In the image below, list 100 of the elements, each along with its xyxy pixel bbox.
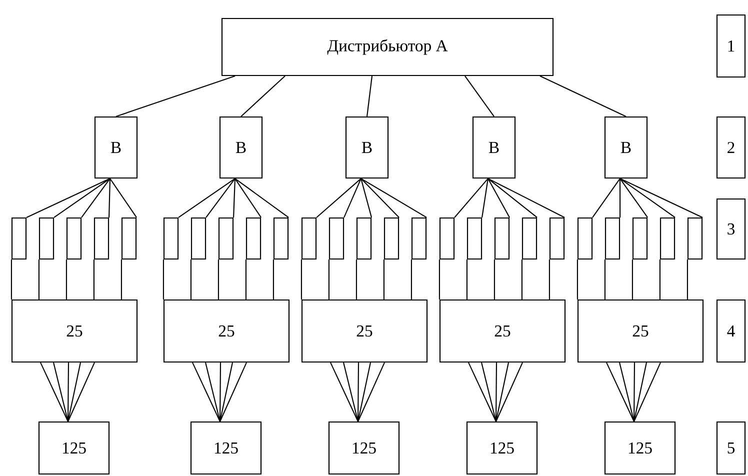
connector-line (383, 260, 384, 300)
small-box (522, 217, 538, 260)
connector-line (454, 178, 488, 218)
level-box: В (219, 116, 263, 179)
small-box (38, 217, 54, 260)
connector-line (438, 260, 440, 300)
connector-line (190, 260, 192, 300)
group-box: 25 (439, 299, 566, 363)
connector-line (468, 362, 496, 422)
total-box: 125 (604, 421, 676, 475)
connector-line (67, 362, 82, 422)
connector-line (686, 260, 688, 300)
connector-line (66, 260, 67, 300)
small-box (384, 217, 400, 260)
small-box (466, 217, 482, 260)
small-box (273, 217, 289, 260)
connector-line (366, 76, 373, 117)
connector-line (620, 178, 703, 218)
group-box: 25 (163, 299, 290, 363)
small-box (328, 217, 344, 260)
level-number-box: 1 (716, 14, 746, 78)
distributor-box: Дистрибьютор А (221, 18, 554, 76)
connector-line (466, 260, 468, 300)
small-box (11, 217, 27, 260)
connector-line (233, 178, 236, 218)
connector-line (604, 260, 606, 300)
connector-line (120, 260, 122, 300)
level-box: В (94, 116, 138, 179)
connector-line (488, 178, 538, 218)
small-box (632, 217, 648, 260)
connector-line (220, 362, 247, 422)
connector-line (26, 178, 110, 218)
connector-line (219, 362, 222, 422)
small-box (356, 217, 372, 260)
connector-line (576, 260, 578, 300)
connector-line (219, 362, 234, 422)
connector-line (206, 178, 236, 218)
connector-line (54, 178, 110, 218)
level-box: В (345, 116, 389, 179)
connector-line (360, 178, 427, 218)
connector-line (495, 362, 498, 422)
level-number-box: 5 (716, 421, 746, 475)
connector-line (488, 178, 565, 218)
connector-line (162, 260, 164, 300)
connector-line (633, 362, 636, 422)
connector-line (330, 362, 358, 422)
connector-line (357, 362, 372, 422)
connector-line (93, 260, 94, 300)
level-number-box: 3 (716, 198, 746, 260)
connector-line (410, 260, 412, 300)
level-box: В (472, 116, 516, 179)
connector-line (548, 260, 550, 300)
connector-line (464, 76, 494, 117)
connector-line (618, 362, 635, 422)
small-box (66, 217, 82, 260)
connector-line (192, 362, 220, 422)
connector-line (38, 260, 40, 300)
small-box (190, 217, 206, 260)
small-box (218, 217, 234, 260)
connector-line (68, 362, 95, 422)
connector-line (116, 76, 236, 117)
connector-line (632, 260, 633, 300)
group-box: 25 (577, 299, 704, 363)
connector-line (494, 260, 495, 300)
connector-line (218, 260, 219, 300)
connector-line (481, 362, 497, 422)
connector-line (620, 178, 676, 218)
small-box (163, 217, 179, 260)
connector-line (316, 178, 362, 218)
connector-line (496, 362, 523, 422)
connector-line (495, 362, 510, 422)
connector-line (245, 260, 246, 300)
small-box (604, 217, 620, 260)
connector-line (634, 362, 661, 422)
total-box: 125 (190, 421, 262, 475)
connector-line (342, 362, 359, 422)
total-box: 125 (466, 421, 538, 475)
small-box (494, 217, 510, 260)
connector-line (234, 178, 262, 218)
connector-line (521, 260, 522, 300)
small-box (549, 217, 565, 260)
connector-line (540, 76, 626, 117)
group-box: 25 (11, 299, 138, 363)
total-box: 125 (38, 421, 110, 475)
small-box (301, 217, 317, 260)
connector-line (81, 178, 110, 218)
connector-line (358, 362, 385, 422)
connector-line (633, 362, 648, 422)
total-box: 125 (328, 421, 400, 475)
small-box (94, 217, 110, 260)
connector-line (240, 76, 286, 117)
connector-line (178, 178, 236, 218)
connector-line (272, 260, 274, 300)
connector-line (482, 178, 489, 218)
connector-line (108, 178, 111, 218)
connector-line (344, 178, 362, 218)
connector-line (592, 178, 620, 218)
connector-line (659, 260, 660, 300)
small-box (411, 217, 427, 260)
connector-line (67, 362, 70, 422)
